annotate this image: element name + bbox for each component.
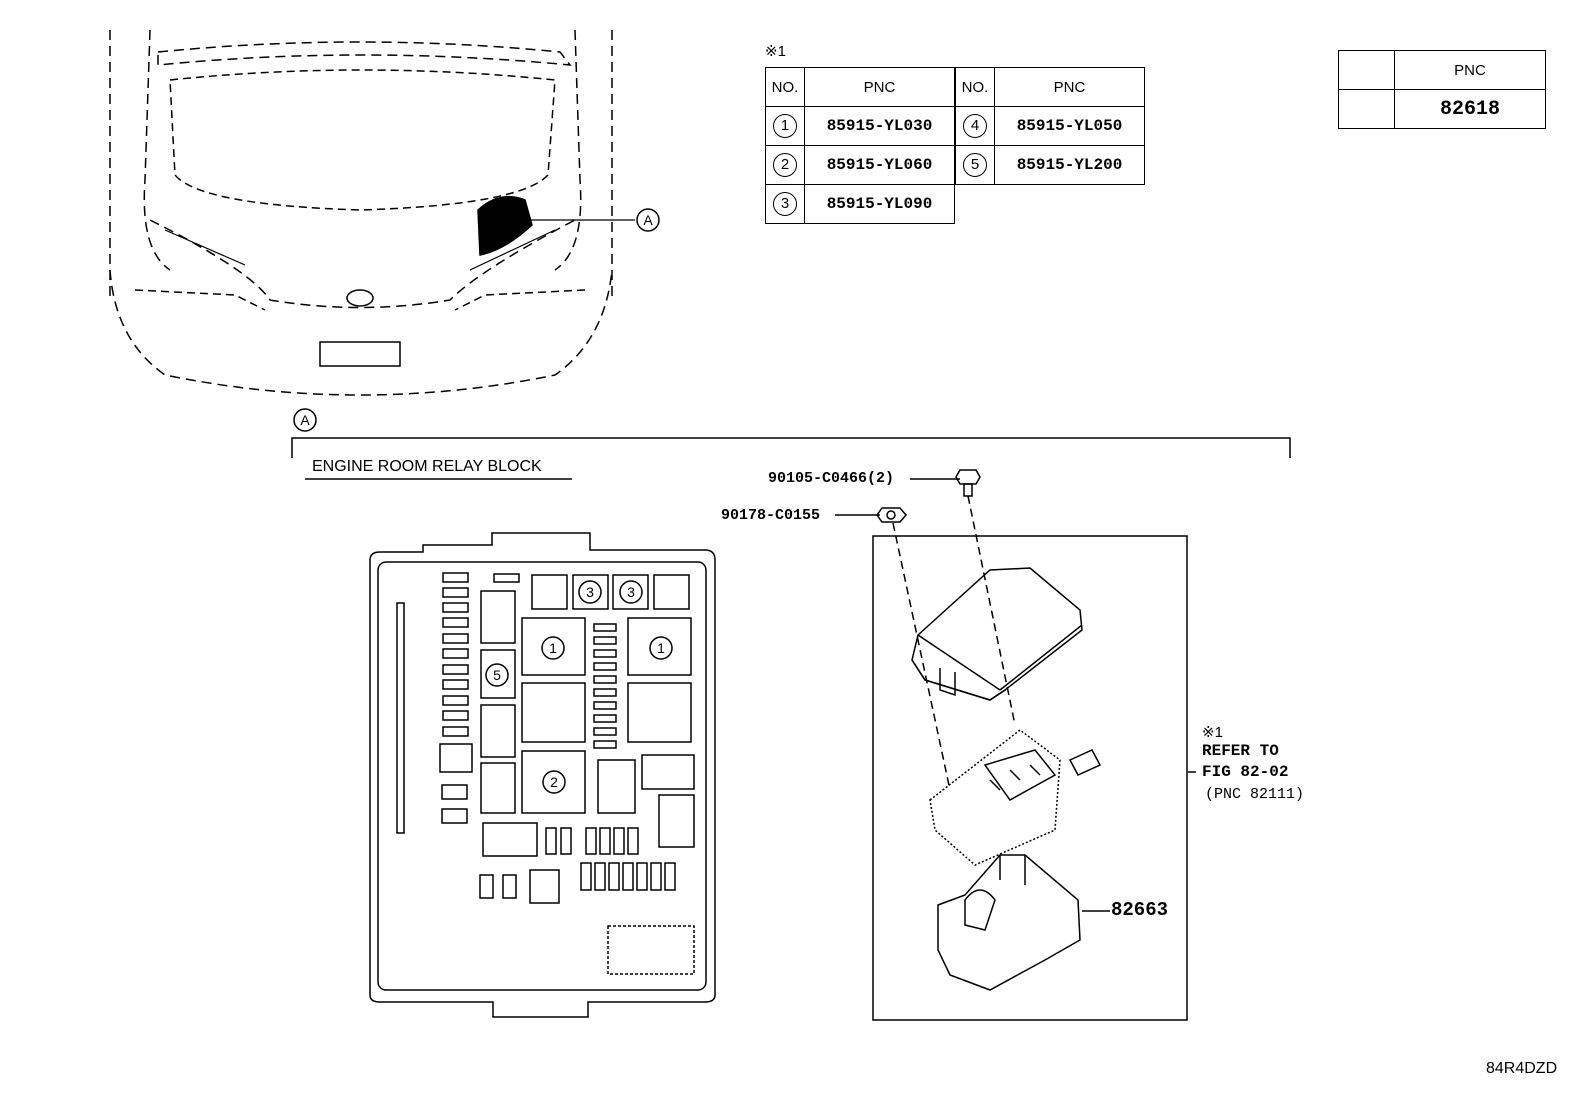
table-header-no: NO. [765, 67, 805, 107]
relay-label-3-left: 3 [586, 584, 594, 600]
car-front-view [109, 29, 660, 396]
refer-note-mark: ※1 [1202, 724, 1223, 741]
section-bracket [291, 408, 1291, 480]
refer-line-3: (PNC 82111) [1205, 786, 1305, 803]
table-header-pnc: PNC [994, 67, 1145, 107]
relay-label-1-right: 1 [657, 640, 665, 656]
row-number: 4 [963, 114, 987, 138]
table-row: 3 85915-YL090 [765, 184, 955, 224]
table-row: NO. PNC [765, 67, 955, 107]
pnc-table-left: NO. PNC 1 85915-YL030 2 85915-YL060 3 85… [765, 67, 955, 224]
footer-code: 84R4DZD [1486, 1060, 1558, 1077]
table-row: 1 85915-YL030 [765, 106, 955, 146]
nut-part-number: 90178-C0155 [721, 507, 821, 524]
row-pnc: 85915-YL090 [804, 184, 955, 224]
table-row: 5 85915-YL200 [955, 145, 1145, 185]
section-title: ENGINE ROOM RELAY BLOCK [312, 458, 542, 475]
row-number: 1 [773, 114, 797, 138]
row-pnc: 85915-YL060 [804, 145, 955, 185]
relay-label-1-left: 1 [549, 640, 557, 656]
table-row: NO. PNC [955, 67, 1145, 107]
fuse-label-5: 5 [493, 667, 501, 683]
row-pnc: 85915-YL050 [994, 106, 1145, 146]
row-pnc: 85915-YL030 [804, 106, 955, 146]
table-header-no: NO. [955, 67, 995, 107]
row-pnc: 85915-YL200 [994, 145, 1145, 185]
row-number: 2 [773, 153, 797, 177]
exploded-view [835, 469, 1196, 1021]
row-number: 3 [773, 192, 797, 216]
row-number: 5 [963, 153, 987, 177]
table2-header: PNC [1394, 50, 1546, 90]
table-row: PNC [1338, 50, 1546, 90]
pnc-table-right: NO. PNC 4 85915-YL050 5 85915-YL200 [955, 67, 1145, 185]
refer-line-2: FIG 82-02 [1202, 763, 1289, 781]
bolt-part-number: 90105-C0466(2) [768, 470, 895, 487]
table-row: 4 85915-YL050 [955, 106, 1145, 146]
relay-block-top-view [369, 532, 716, 1018]
relay-label-2: 2 [550, 774, 558, 790]
relay-label-3-right: 3 [627, 584, 635, 600]
section-marker-a: A [300, 412, 310, 428]
pnc-table-single: PNC 82618 [1338, 50, 1546, 129]
table-note-mark: ※1 [765, 43, 786, 60]
table-row: 82618 [1338, 89, 1546, 129]
lower-case-part-number: 82663 [1111, 899, 1169, 921]
table2-value: 82618 [1394, 89, 1546, 129]
table-row: 2 85915-YL060 [765, 145, 955, 185]
table-header-pnc: PNC [804, 67, 955, 107]
refer-line-1: REFER TO [1202, 742, 1279, 760]
car-marker-a: A [643, 212, 653, 228]
